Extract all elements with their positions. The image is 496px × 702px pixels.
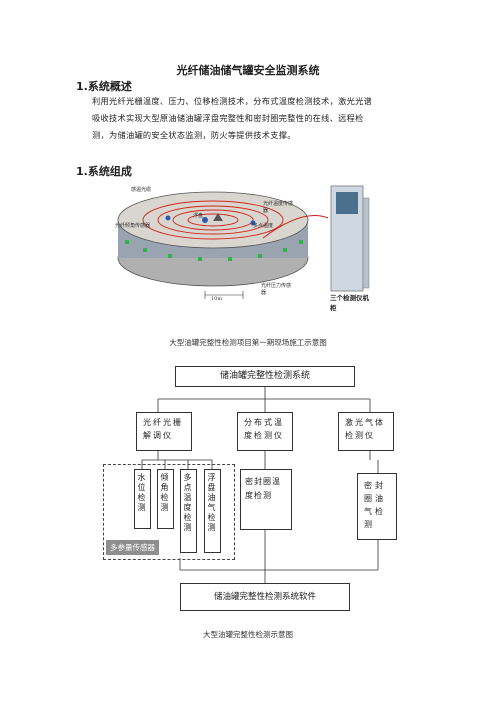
label-temp-sensor: 光纤温度传感器 [263,201,294,214]
system-box: 储油罐完整性检测系统 [175,366,355,387]
label-pressure-sensor: 光纤压力传感器 [261,283,292,296]
multi-sensor-group [103,464,235,560]
label-cabinet: 三个检测仪机柜 [330,294,369,312]
overview-line-2: 吸收技术实现大型原油储油罐浮盘完整性和密封圈完整性的在线、远程检 [92,113,364,123]
label-gas-sensor: 多点温度 [253,223,274,229]
section-heading-composition: 1.系统组成 [76,165,132,178]
overview-line-3: 测，为储油罐的安全状态监测，防火等提供技术支撑。 [92,130,296,140]
tank-illustration: 感温光缆 光纤倾角传感器 浮盘 光纤温度传感器 多点温度 10m 光纤压力传感器… [113,178,398,312]
page-title: 光纤储油储气罐安全监测系统 [176,64,320,77]
overview-line-1: 利用光纤光栅温度、压力、位移检测技术，分布式温度检测技术，激光光谱 [92,96,373,106]
float-gas-box: 浮盘油气检测 [204,469,221,553]
dts-box: 分布式温度检测仪 [237,412,293,451]
seal-temp-box: 密封圈温度检测 [240,469,292,530]
fbg-demodulator-box: 光纤光栅解调仪 [136,412,192,451]
label-tilt-sensor: 光纤倾角传感器 [115,223,151,229]
label-distance: 10m [211,296,223,302]
water-level-box: 水位检测 [134,469,151,529]
multipoint-temp-box: 多点温度检测 [180,469,197,553]
seal-gas-box: 密封圈油气检测 [357,473,397,540]
section-heading-overview: 1.系统概述 [76,80,132,93]
tilt-box: 倾角检测 [157,469,174,529]
label-sensing-cable: 感温光缆 [131,187,152,193]
multi-sensor-tag: 多参量传感器 [106,540,159,555]
diagram-caption: 大型油罐完整性检测示意图 [203,630,293,639]
software-box: 储油罐完整性检测系统软件 [180,583,350,611]
label-float: 浮盘 [193,213,204,219]
figure1-caption: 大型油罐完整性检测项目第一期现场施工示意图 [169,338,327,347]
laser-gas-box: 激光气体检测仪 [338,412,394,451]
